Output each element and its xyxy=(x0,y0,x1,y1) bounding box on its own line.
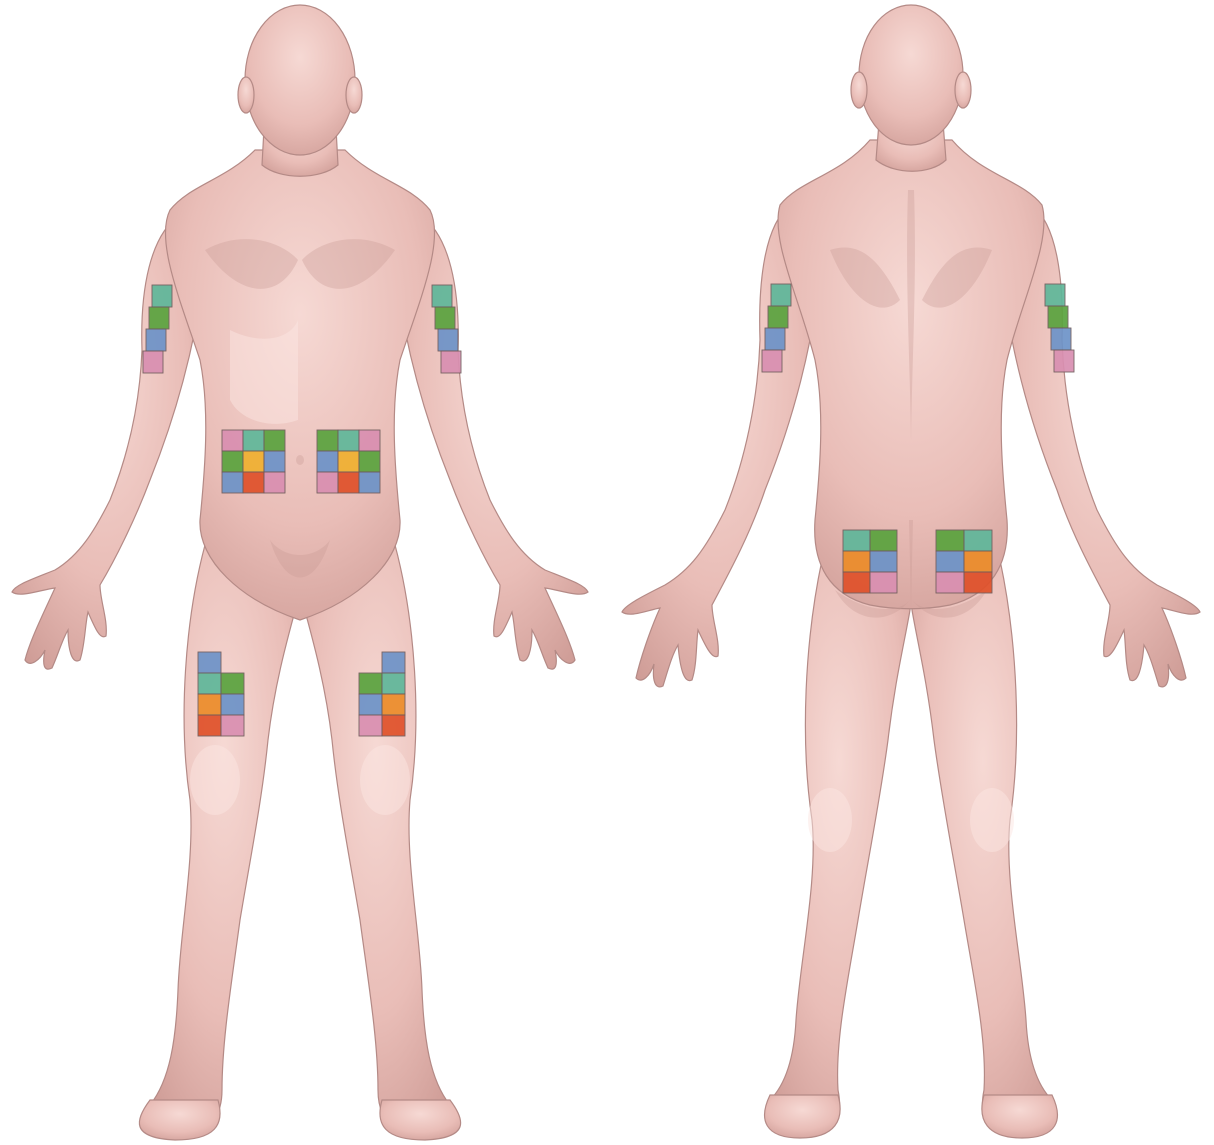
front-figure xyxy=(12,5,588,1140)
back-buttock-left-cell-2-1[interactable] xyxy=(870,572,897,593)
back-buttock-right-cell-1-1[interactable] xyxy=(964,551,992,572)
back-buttock-left-cell-1-1[interactable] xyxy=(870,551,897,572)
back-left-arm-cell-1[interactable] xyxy=(768,306,788,328)
back-buttock-right-cell-1-0[interactable] xyxy=(936,551,964,572)
front-foot-right xyxy=(139,1100,220,1140)
front-left-leg xyxy=(147,545,300,1131)
front-right-leg xyxy=(300,545,453,1131)
back-knee-left xyxy=(808,788,852,852)
front-thigh-left-cell-1-0[interactable] xyxy=(359,673,382,694)
back-heel-right xyxy=(982,1095,1058,1138)
front-left-arm-cell-1[interactable] xyxy=(435,307,455,329)
front-abdomen-right-cell-0-1[interactable] xyxy=(243,430,264,451)
back-left-arm-cell-2[interactable] xyxy=(765,328,785,350)
front-right-arm-shape xyxy=(12,215,195,669)
front-abdomen-left-cell-2-0[interactable] xyxy=(317,472,338,493)
front-abdomen-right-cell-2-1[interactable] xyxy=(243,472,264,493)
front-abdomen-right-cell-2-0[interactable] xyxy=(222,472,243,493)
back-head xyxy=(859,5,963,145)
front-abdomen-left-cell-0-2[interactable] xyxy=(359,430,380,451)
front-abdomen-right-cell-1-1[interactable] xyxy=(243,451,264,472)
front-thigh-left-cell-3-1[interactable] xyxy=(382,715,405,736)
front-abdomen-right-cell-0-0[interactable] xyxy=(222,430,243,451)
front-thigh-right-cell-3-0[interactable] xyxy=(198,715,221,736)
front-navel xyxy=(296,455,304,465)
front-abdomen-left-cell-0-0[interactable] xyxy=(317,430,338,451)
back-right-arm-cell-2[interactable] xyxy=(1051,328,1071,350)
back-buttock-left-cell-0-0[interactable] xyxy=(843,530,870,551)
front-abdomen-left-cell-2-2[interactable] xyxy=(359,472,380,493)
front-abdomen-left-cell-2-1[interactable] xyxy=(338,472,359,493)
front-knee-right xyxy=(190,745,240,815)
back-heel-left xyxy=(765,1095,841,1138)
back-right-arm-cell-3[interactable] xyxy=(1054,350,1074,372)
back-left-arm-shape xyxy=(622,205,810,687)
front-thigh-left-cell-1-1[interactable] xyxy=(382,673,405,694)
back-ear-right xyxy=(955,72,971,108)
front-thigh-right-cell-1-0[interactable] xyxy=(198,673,221,694)
front-abdomen-right-cell-0-2[interactable] xyxy=(264,430,285,451)
front-thigh-right-cell-3-1[interactable] xyxy=(221,715,244,736)
front-thigh-left-cell-2-1[interactable] xyxy=(382,694,405,715)
front-right-arm-cell-2[interactable] xyxy=(146,329,166,351)
front-head xyxy=(245,5,355,155)
front-left-arm-cell-0[interactable] xyxy=(432,285,452,307)
back-right-arm-cell-1[interactable] xyxy=(1048,306,1068,328)
front-abdomen-left-cell-0-1[interactable] xyxy=(338,430,359,451)
back-right-arm-shape xyxy=(1012,205,1200,687)
front-thigh-right-cell-1-1[interactable] xyxy=(221,673,244,694)
front-thigh-right-cell-2-1[interactable] xyxy=(221,694,244,715)
front-thigh-left-cell-3-0[interactable] xyxy=(359,715,382,736)
back-knee-right xyxy=(970,788,1014,852)
back-buttock-left-cell-2-0[interactable] xyxy=(843,572,870,593)
front-left-arm-cell-2[interactable] xyxy=(438,329,458,351)
back-buttock-right-cell-0-1[interactable] xyxy=(964,530,992,551)
back-buttock-left-cell-0-1[interactable] xyxy=(870,530,897,551)
front-left-arm-cell-3[interactable] xyxy=(441,351,461,373)
front-right-arm-cell-1[interactable] xyxy=(149,307,169,329)
front-abdomen-right-cell-2-2[interactable] xyxy=(264,472,285,493)
back-right-arm-cell-0[interactable] xyxy=(1045,284,1065,306)
front-foot-left xyxy=(380,1100,461,1140)
front-thigh-right-cell-0-0[interactable] xyxy=(198,652,221,673)
back-figure xyxy=(622,5,1200,1138)
back-left-arm-cell-3[interactable] xyxy=(762,350,782,372)
back-buttock-right-cell-2-1[interactable] xyxy=(964,572,992,593)
front-left-arm-shape xyxy=(405,215,588,669)
front-abdomen-left-cell-1-2[interactable] xyxy=(359,451,380,472)
back-left-arm-cell-0[interactable] xyxy=(771,284,791,306)
front-abdomen-right-cell-1-2[interactable] xyxy=(264,451,285,472)
back-buttock-left-cell-1-0[interactable] xyxy=(843,551,870,572)
front-thigh-right-cell-2-0[interactable] xyxy=(198,694,221,715)
front-right-arm-cell-0[interactable] xyxy=(152,285,172,307)
front-torso xyxy=(165,150,434,620)
back-buttock-right-cell-0-0[interactable] xyxy=(936,530,964,551)
front-abdomen-left-cell-1-1[interactable] xyxy=(338,451,359,472)
front-knee-left xyxy=(360,745,410,815)
front-ear-right xyxy=(238,77,254,113)
front-right-arm-cell-3[interactable] xyxy=(143,351,163,373)
front-abdomen-left-cell-1-0[interactable] xyxy=(317,451,338,472)
front-abdomen-right-cell-1-0[interactable] xyxy=(222,451,243,472)
back-buttock-right-cell-2-0[interactable] xyxy=(936,572,964,593)
front-thigh-left-cell-2-0[interactable] xyxy=(359,694,382,715)
back-ear-left xyxy=(851,72,867,108)
front-thigh-left-cell-0-1[interactable] xyxy=(382,652,405,673)
front-ear-left xyxy=(346,77,362,113)
